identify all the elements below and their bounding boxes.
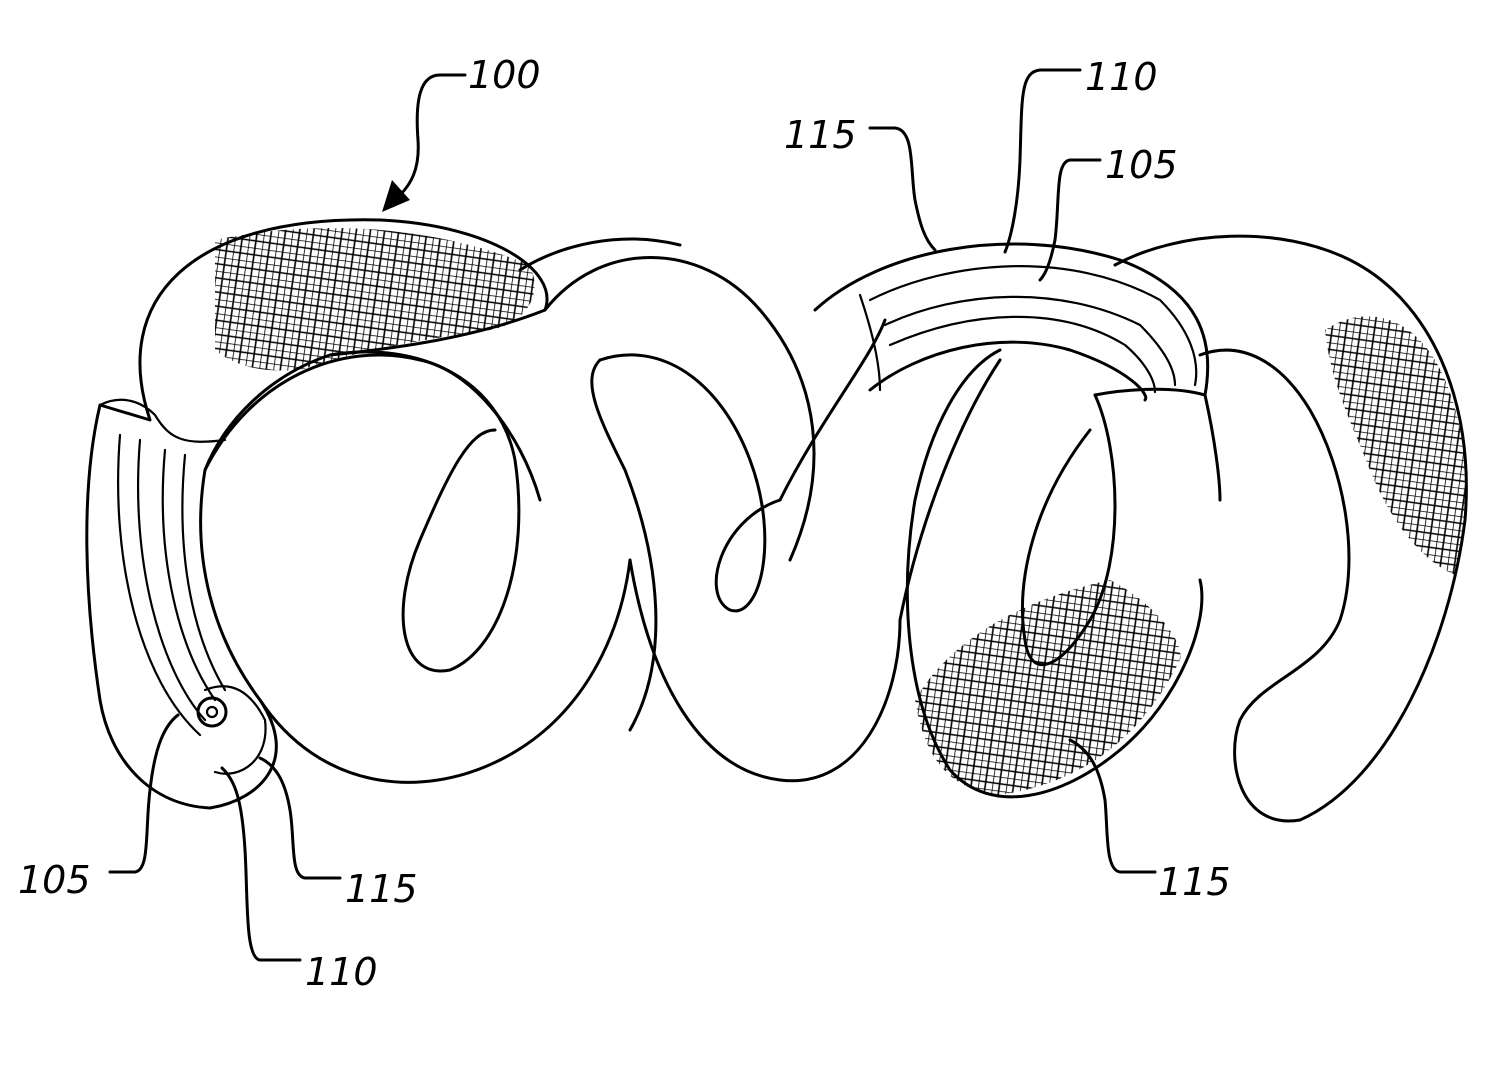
label-ref-115-top: 115 (784, 113, 857, 157)
hatched-surface-right (1325, 316, 1465, 575)
label-ref-105-top: 105 (1105, 143, 1178, 187)
label-ref-105-left: 105 (18, 858, 91, 902)
coil-loop-4 (1115, 236, 1466, 821)
label-ref-115-left: 115 (345, 867, 418, 911)
lumen-channel-left (118, 435, 265, 774)
hatched-surface-top-left (215, 228, 534, 371)
coil-loop-1 (87, 220, 547, 808)
label-ref-115-right: 115 (1158, 860, 1231, 904)
label-ref-100: 100 (468, 53, 541, 97)
label-ref-110-left: 110 (305, 950, 378, 994)
label-ref-110-top: 110 (1085, 55, 1158, 99)
leader-lines (110, 70, 1155, 960)
hatched-surface-lower-right (915, 580, 1180, 795)
lumen-opening (198, 698, 226, 726)
arrow-head-100 (382, 180, 410, 212)
coil-loop-3 (780, 244, 1220, 797)
